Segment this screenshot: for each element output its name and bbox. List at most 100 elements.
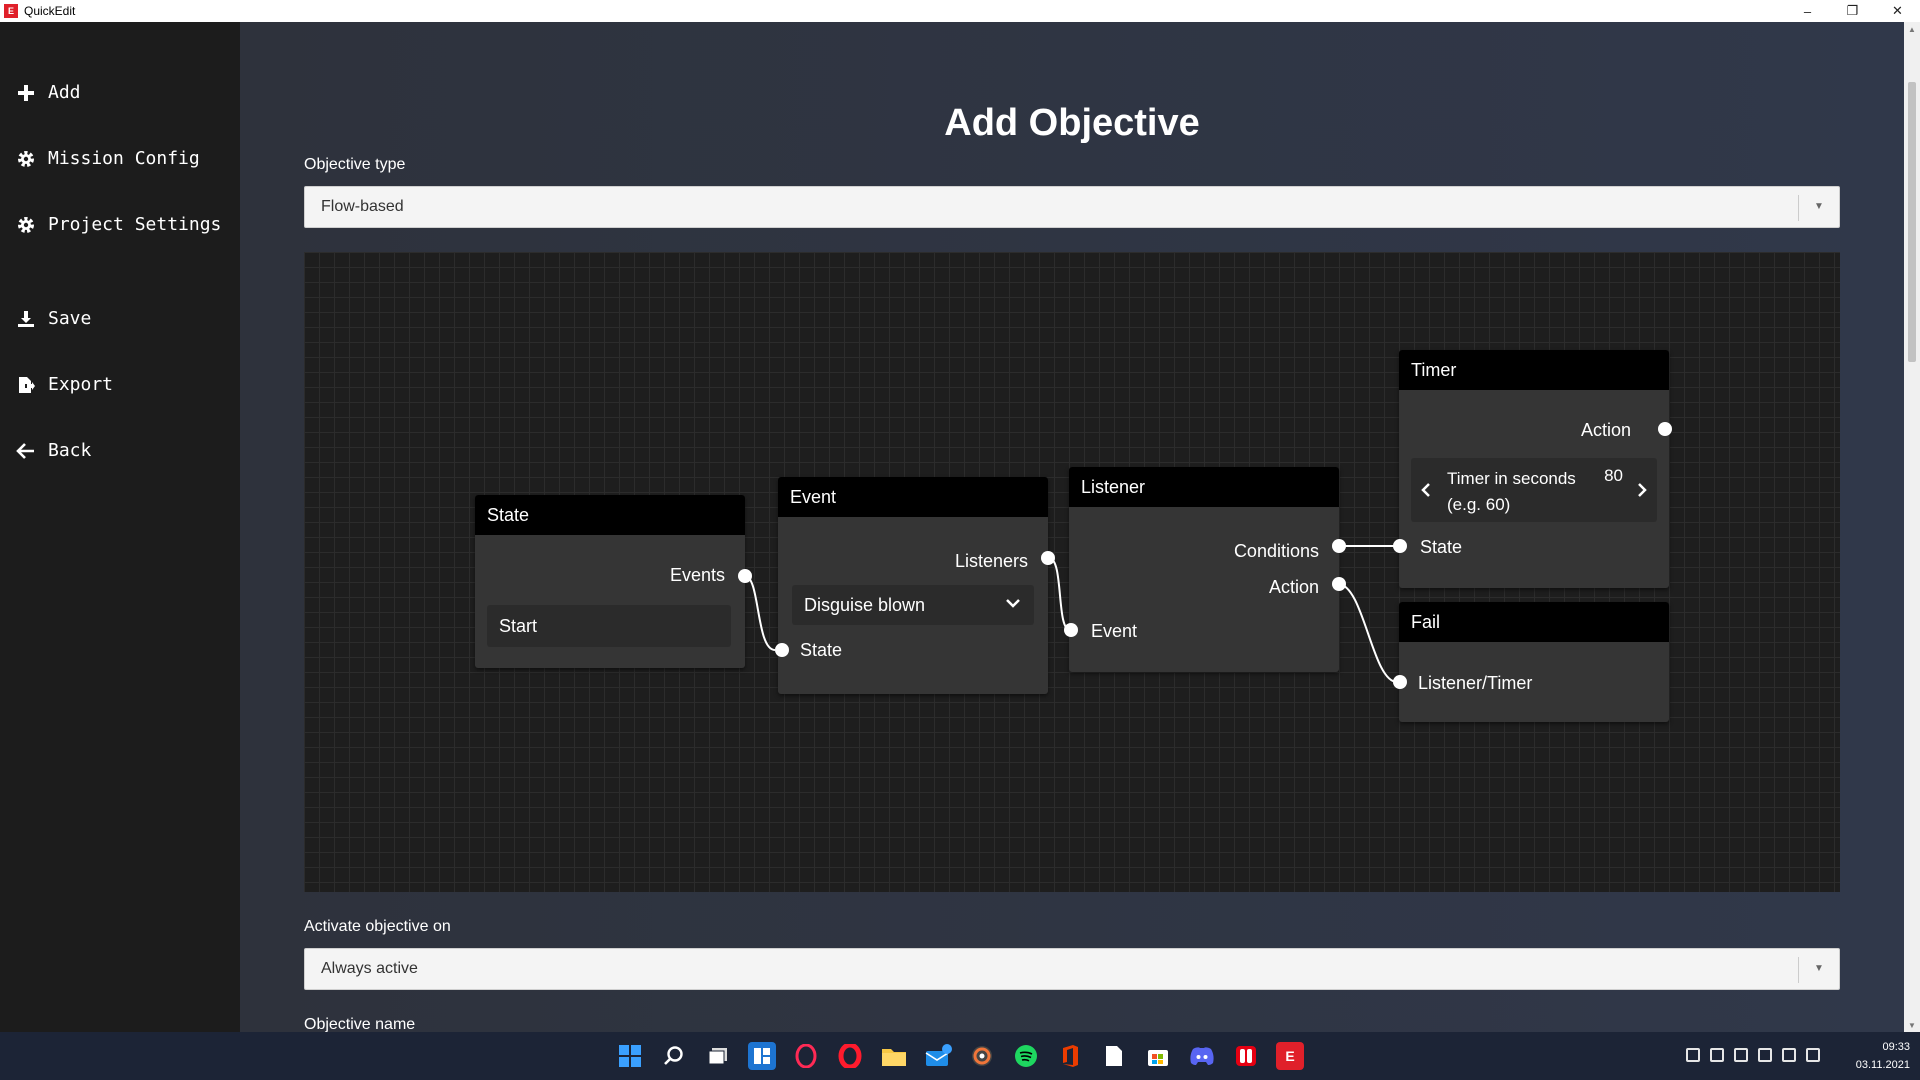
gear-icon bbox=[18, 216, 34, 233]
opera-gx-icon[interactable] bbox=[792, 1042, 820, 1070]
battery-icon[interactable] bbox=[1806, 1048, 1820, 1062]
sidebar-item-label: Save bbox=[48, 308, 92, 329]
clock-time: 09:33 bbox=[1882, 1041, 1910, 1053]
mail-icon[interactable] bbox=[924, 1042, 952, 1070]
wire-events-to-state bbox=[744, 575, 776, 651]
taskbar: E 09:33 03.11.2021 bbox=[0, 1032, 1920, 1080]
task-view-icon[interactable] bbox=[704, 1042, 732, 1070]
sidebar-item-label: Add bbox=[48, 82, 81, 103]
office-icon[interactable] bbox=[1056, 1042, 1084, 1070]
main-content: Add Objective Objective type Flow-based … bbox=[240, 22, 1904, 1032]
chevron-down-icon: ▼ bbox=[1814, 200, 1824, 212]
action-output-label: Action bbox=[1268, 577, 1319, 597]
onedrive-icon[interactable] bbox=[1734, 1048, 1748, 1062]
state-node-title: State bbox=[475, 495, 745, 535]
state-node[interactable]: State Events Start bbox=[475, 495, 752, 668]
search-icon[interactable] bbox=[660, 1042, 688, 1070]
listener-node-title: Listener bbox=[1069, 467, 1339, 507]
file-explorer-icon[interactable] bbox=[880, 1042, 908, 1070]
activate-on-value: Always active bbox=[321, 960, 418, 977]
event-type-select[interactable]: Disguise blown bbox=[792, 585, 1034, 625]
discord-icon[interactable] bbox=[1188, 1042, 1216, 1070]
objective-type-value: Flow-based bbox=[321, 198, 404, 215]
sidebar-item-label: Back bbox=[48, 440, 92, 461]
store-icon[interactable] bbox=[1144, 1042, 1172, 1070]
listeners-output-label: Listeners bbox=[954, 551, 1028, 571]
events-output-port[interactable] bbox=[738, 569, 752, 583]
sidebar-item-mission-config[interactable]: Mission Config bbox=[16, 148, 200, 169]
close-button[interactable]: ✕ bbox=[1892, 3, 1903, 18]
clock[interactable]: 09:33 03.11.2021 bbox=[1856, 1038, 1910, 1074]
scroll-down-icon[interactable]: ▼ bbox=[1908, 1020, 1916, 1030]
flow-canvas[interactable]: State Events Start Event Listeners Disgu… bbox=[304, 252, 1840, 892]
state-input-label: State bbox=[1420, 537, 1463, 557]
listeners-output-port[interactable] bbox=[1041, 551, 1055, 565]
network-icon[interactable] bbox=[1758, 1048, 1772, 1062]
activate-on-select[interactable]: Always active ▼ bbox=[304, 948, 1840, 990]
action-output-port[interactable] bbox=[1332, 577, 1346, 591]
chevron-right-icon[interactable] bbox=[1637, 482, 1647, 498]
sidebar-item-label: Mission Config bbox=[48, 148, 200, 169]
clock-date: 03.11.2021 bbox=[1855, 1059, 1910, 1071]
gear-icon bbox=[18, 150, 34, 167]
objective-name-label: Objective name bbox=[304, 1016, 416, 1032]
export-file-icon bbox=[19, 376, 35, 393]
widgets-icon[interactable] bbox=[748, 1042, 776, 1070]
sidebar: Add Mission Config Project Settings Save… bbox=[0, 22, 240, 1032]
sidebar-item-save[interactable]: Save bbox=[16, 308, 91, 329]
opera-icon[interactable] bbox=[836, 1042, 864, 1070]
timer-seconds-stepper[interactable]: Timer in seconds (e.g. 60) 80 bbox=[1411, 458, 1657, 522]
wire-action-to-fail bbox=[1337, 583, 1398, 683]
window-title: QuickEdit bbox=[24, 4, 76, 18]
listener-timer-input-label: Listener/Timer bbox=[1418, 673, 1533, 693]
event-input-port[interactable] bbox=[1064, 623, 1078, 637]
window-title-bar: E QuickEdit – ❐ ✕ bbox=[0, 0, 1920, 22]
page-title: Add Objective bbox=[944, 102, 1200, 144]
sidebar-item-project-settings[interactable]: Project Settings bbox=[16, 214, 221, 235]
activate-on-label: Activate objective on bbox=[304, 918, 451, 935]
sidebar-item-add[interactable]: Add bbox=[16, 82, 81, 103]
download-icon bbox=[18, 310, 34, 327]
sidebar-item-label: Export bbox=[48, 374, 114, 395]
app-logo-icon: E bbox=[4, 4, 18, 18]
sidebar-item-back[interactable]: Back bbox=[16, 440, 91, 461]
quickedit-taskbar-icon[interactable]: E bbox=[1276, 1042, 1304, 1070]
volume-icon[interactable] bbox=[1782, 1048, 1796, 1062]
scroll-up-icon[interactable]: ▲ bbox=[1908, 24, 1916, 34]
event-node[interactable]: Event Listeners Disguise blown State bbox=[775, 477, 1055, 694]
tray-overflow-icon[interactable] bbox=[1686, 1048, 1700, 1062]
spotify-icon[interactable] bbox=[1012, 1042, 1040, 1070]
sidebar-item-export[interactable]: Export bbox=[16, 374, 113, 395]
steam-icon[interactable] bbox=[1710, 1048, 1724, 1062]
notepad-icon[interactable] bbox=[1100, 1042, 1128, 1070]
event-input-label: Event bbox=[1091, 621, 1138, 641]
event-type-value: Disguise blown bbox=[804, 594, 926, 615]
state-value-field[interactable]: Start bbox=[487, 605, 731, 647]
start-menu-icon[interactable] bbox=[616, 1042, 644, 1070]
arrow-left-icon bbox=[16, 442, 34, 459]
restore-button[interactable]: ❐ bbox=[1846, 3, 1859, 18]
objective-type-label: Objective type bbox=[304, 156, 406, 173]
nintendo-switch-icon[interactable] bbox=[1232, 1042, 1260, 1070]
minimize-button[interactable]: – bbox=[1803, 3, 1812, 19]
timer-node[interactable]: Timer Action Timer in seconds (e.g. 60) … bbox=[1393, 350, 1672, 588]
action-output-port[interactable] bbox=[1658, 422, 1672, 436]
fail-node[interactable]: Fail Listener/Timer bbox=[1393, 602, 1669, 722]
vertical-scrollbar[interactable]: ▲ ▼ bbox=[1904, 22, 1920, 1032]
event-node-title: Event bbox=[778, 477, 1048, 517]
timer-seconds-label: Timer in seconds (e.g. 60) bbox=[1447, 469, 1576, 514]
conditions-output-port[interactable] bbox=[1332, 539, 1346, 553]
objective-type-select[interactable]: Flow-based ▼ bbox=[304, 186, 1840, 228]
chevron-down-icon: ▼ bbox=[1814, 962, 1824, 974]
listener-node[interactable]: Listener Conditions Action Event bbox=[1064, 467, 1346, 672]
state-input-label: State bbox=[800, 640, 843, 660]
system-tray[interactable] bbox=[1686, 1048, 1820, 1062]
listener-timer-input-port[interactable] bbox=[1393, 675, 1407, 689]
scrollbar-thumb[interactable] bbox=[1908, 82, 1916, 362]
state-input-port[interactable] bbox=[775, 643, 789, 657]
media-player-icon[interactable] bbox=[968, 1042, 996, 1070]
state-input-port[interactable] bbox=[1393, 539, 1407, 553]
plus-icon bbox=[18, 84, 34, 101]
chevron-left-icon[interactable] bbox=[1421, 482, 1431, 498]
events-output-label: Events bbox=[669, 565, 725, 585]
